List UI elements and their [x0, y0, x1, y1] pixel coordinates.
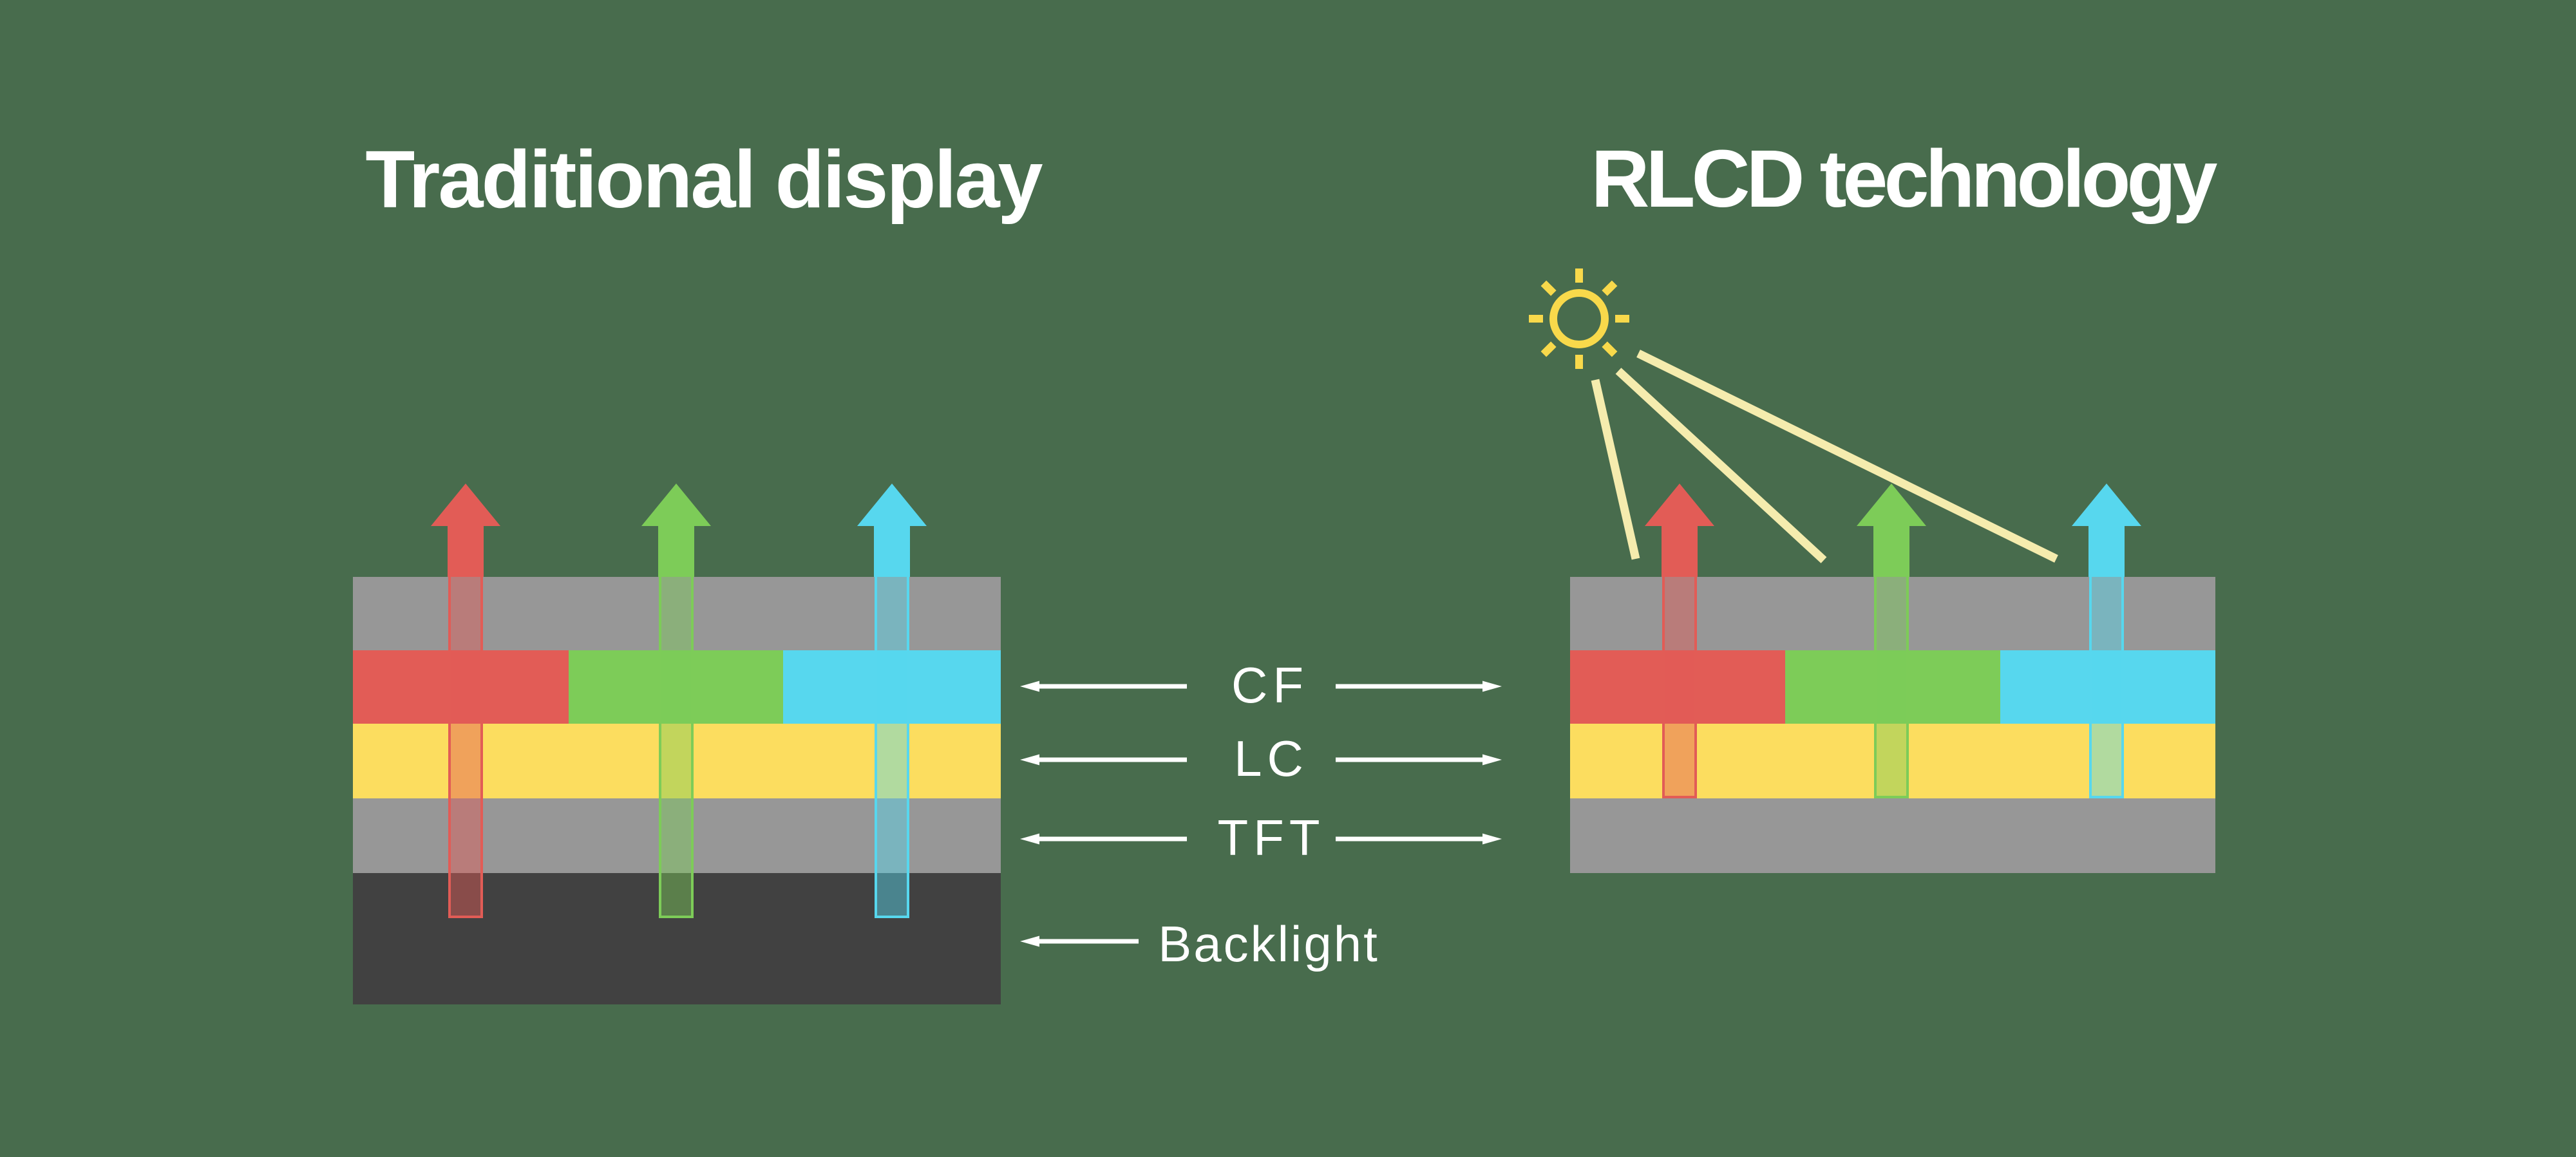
- svg-text:CF: CF: [1231, 657, 1309, 713]
- svg-text:TFT: TFT: [1218, 809, 1325, 866]
- svg-text:RLCD technology: RLCD technology: [1591, 133, 2218, 224]
- svg-text:LC: LC: [1234, 730, 1309, 787]
- svg-text:Traditional display: Traditional display: [365, 134, 1043, 225]
- svg-text:Backlight: Backlight: [1158, 916, 1379, 972]
